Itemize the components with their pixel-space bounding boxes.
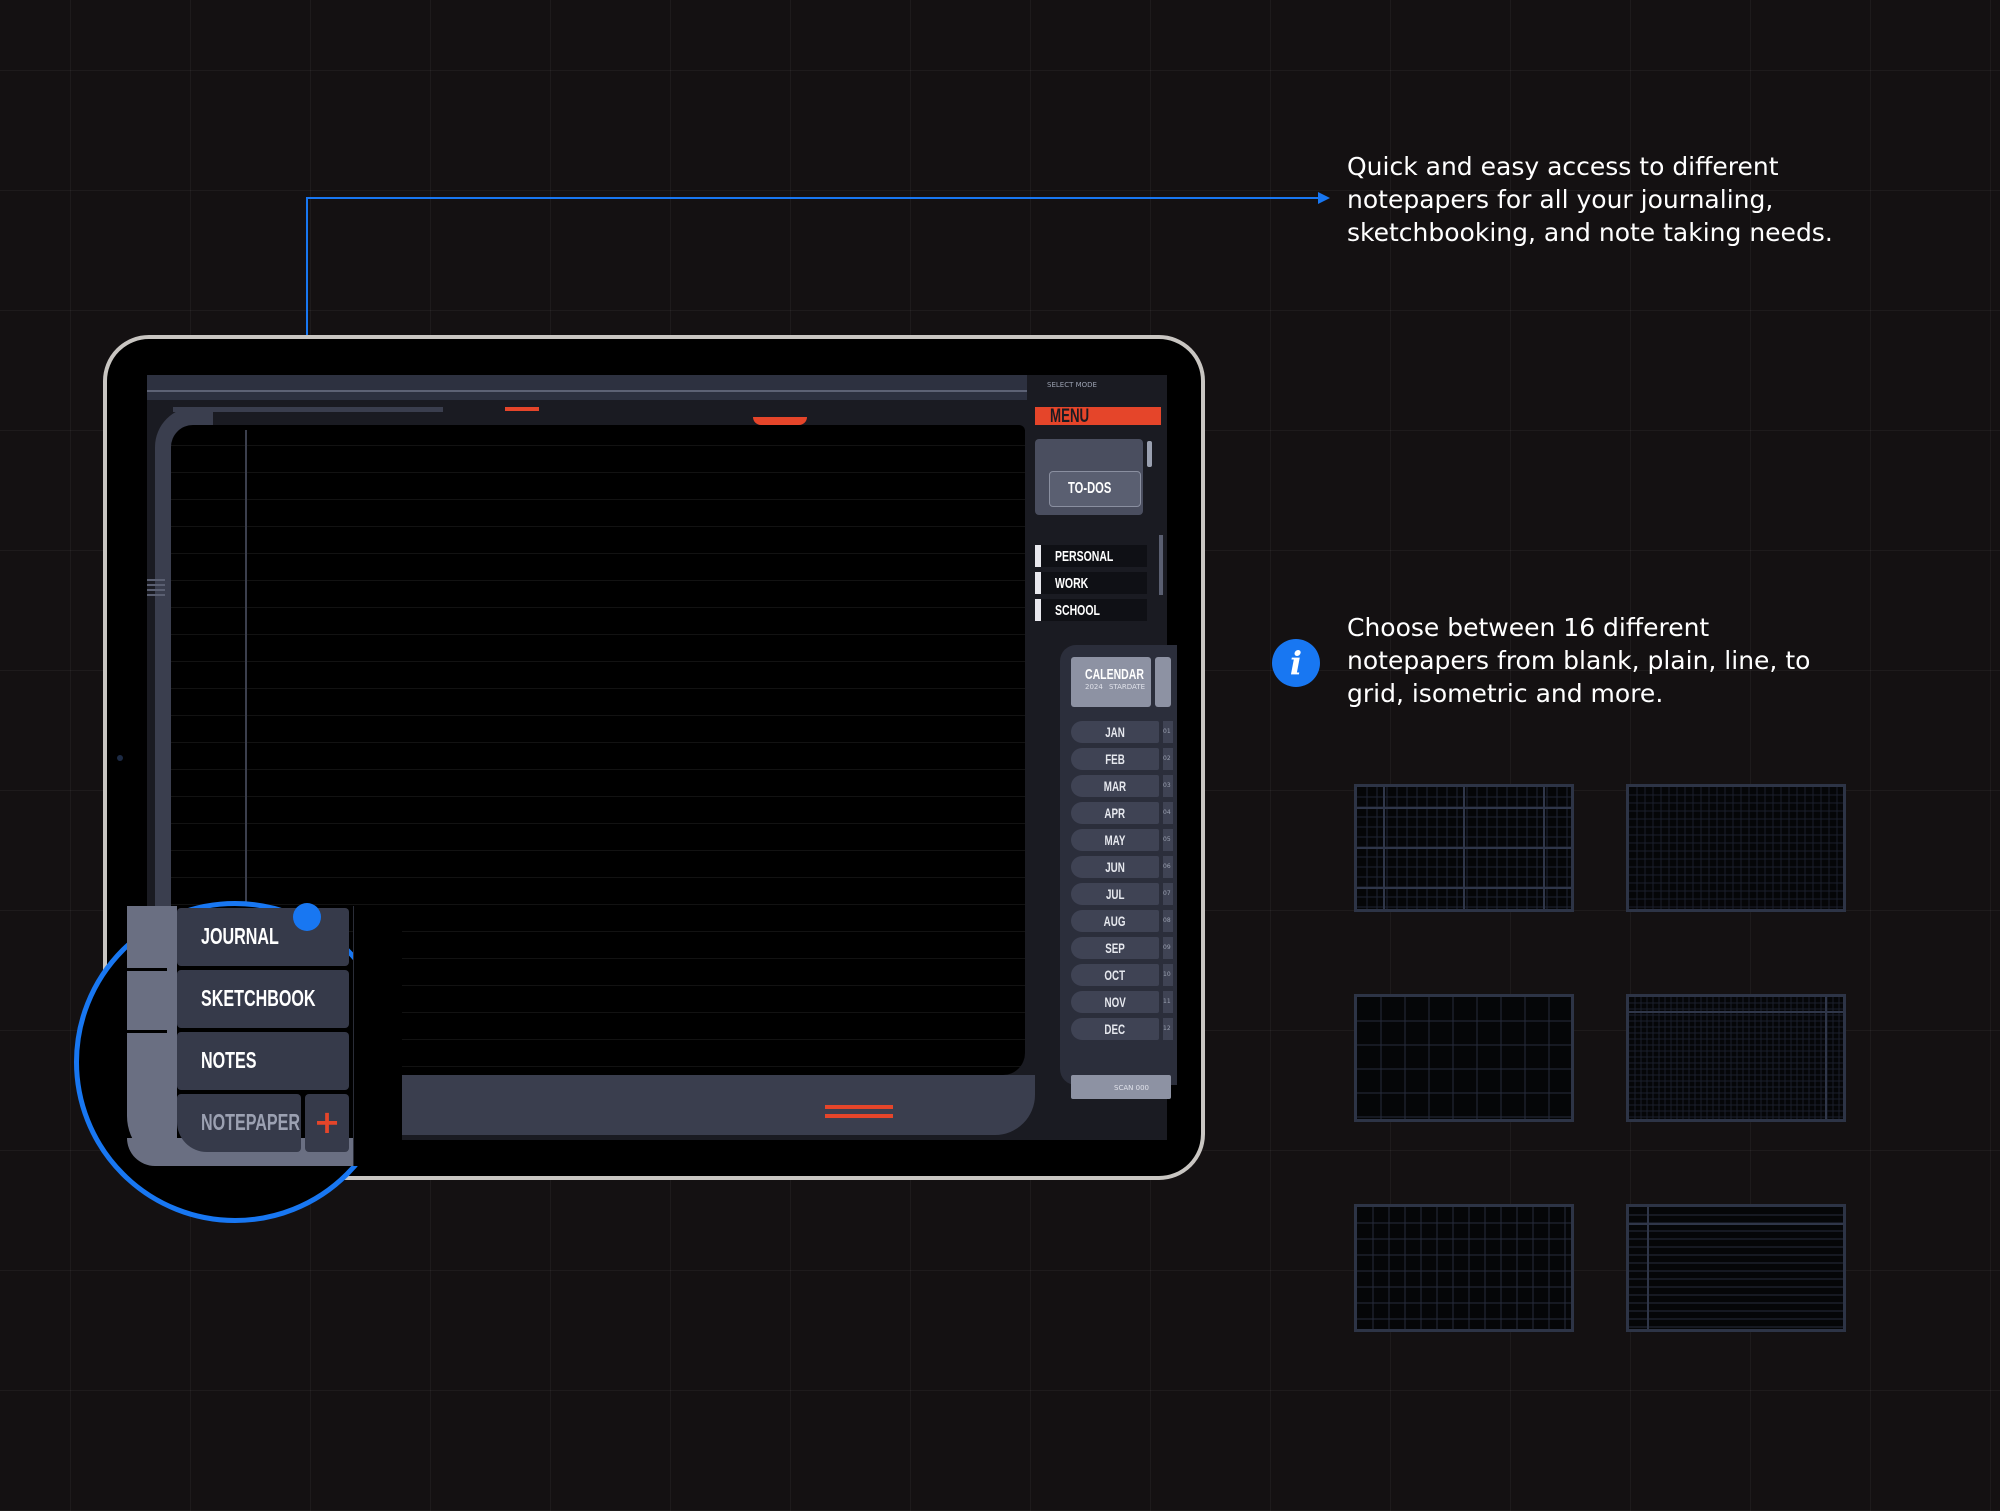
- zoom-callout-circle: JOURNAL SKETCHBOOK NOTES NOTEPAPER +: [74, 901, 402, 1223]
- menu-title: MENU: [1050, 405, 1106, 428]
- camera-dot: [117, 755, 123, 761]
- calendar-scrollbar[interactable]: [1159, 535, 1163, 595]
- thumbnail-grid-fine[interactable]: [1626, 784, 1846, 912]
- journal-button[interactable]: JOURNAL: [177, 908, 349, 966]
- zoom-frame-left: [127, 906, 177, 1166]
- annotation-quick-access: Quick and easy access to different notep…: [1347, 152, 1833, 247]
- calendar-title: CALENDAR: [1085, 666, 1144, 683]
- month-number: 07: [1163, 883, 1173, 905]
- sketchbook-button[interactable]: SKETCHBOOK: [177, 970, 349, 1028]
- month-number: 10: [1163, 964, 1173, 986]
- bottom-indicator-2: [825, 1114, 893, 1118]
- select-mode-label: SELECT MODE: [1047, 381, 1097, 389]
- month-label: AUG: [1104, 913, 1126, 929]
- calendar-stardate: STARDATE: [1108, 683, 1145, 691]
- notepaper-margin-line: [245, 430, 247, 930]
- month-label: MAR: [1103, 778, 1127, 794]
- notepaper-label: NOTEPAPER: [201, 1109, 301, 1135]
- month-label: JUN: [1105, 859, 1125, 875]
- month-number: 02: [1163, 748, 1173, 770]
- menu-title-text: MENU: [1050, 406, 1090, 427]
- sketchbook-label: SKETCHBOOK: [201, 985, 316, 1011]
- calendar-month-oct[interactable]: OCT: [1071, 964, 1159, 986]
- todos-label: TO-DOS: [1068, 480, 1112, 497]
- zoom-divider-2: [127, 1030, 167, 1033]
- notepaper-canvas[interactable]: [171, 425, 1025, 1075]
- todos-scrollbar[interactable]: [1147, 441, 1152, 467]
- month-number: 09: [1163, 937, 1173, 959]
- calendar-header-tab: [1155, 657, 1171, 707]
- calendar-month-mar[interactable]: MAR: [1071, 775, 1159, 797]
- notes-label: NOTES: [201, 1047, 257, 1073]
- calendar-month-jul[interactable]: JUL: [1071, 883, 1159, 905]
- todo-list-school[interactable]: SCHOOL: [1035, 599, 1147, 621]
- month-label: OCT: [1104, 967, 1126, 983]
- thumbnail-grid-large[interactable]: [1354, 784, 1574, 912]
- thumbnail-grid-dotted[interactable]: [1354, 994, 1574, 1122]
- annotation-notepaper-count: Choose between 16 different notepapers f…: [1347, 613, 1811, 708]
- zoom-page-edge: [353, 906, 402, 1166]
- zoom-divider-1: [127, 968, 167, 971]
- calendar-year: 2024: [1085, 683, 1103, 691]
- top-indicator-wedge: [753, 417, 807, 425]
- plus-icon: +: [313, 1103, 341, 1141]
- thumbnail-grid-square[interactable]: [1354, 1204, 1574, 1332]
- calendar-month-feb[interactable]: FEB: [1071, 748, 1159, 770]
- todo-list-personal[interactable]: PERSONAL: [1035, 545, 1147, 567]
- thumbnail-grid-margin[interactable]: [1626, 994, 1846, 1122]
- month-label: JUL: [1105, 886, 1125, 902]
- month-number: 12: [1163, 1018, 1173, 1040]
- frame-top-bar: [147, 375, 1027, 400]
- calendar-month-sep[interactable]: SEP: [1071, 937, 1159, 959]
- notepaper-button[interactable]: NOTEPAPER: [177, 1094, 301, 1152]
- calendar-month-jun[interactable]: JUN: [1071, 856, 1159, 878]
- todo-list-work[interactable]: WORK: [1035, 572, 1147, 594]
- month-number: 06: [1163, 856, 1173, 878]
- calendar-month-apr[interactable]: APR: [1071, 802, 1159, 824]
- journal-label: JOURNAL: [201, 923, 279, 949]
- month-number: 04: [1163, 802, 1173, 824]
- month-label: SEP: [1105, 940, 1125, 956]
- calendar-month-jan[interactable]: JAN: [1071, 721, 1159, 743]
- calendar-month-dec[interactable]: DEC: [1071, 1018, 1159, 1040]
- bottom-indicator: [825, 1105, 893, 1109]
- calendar-footer[interactable]: SCAN 000: [1071, 1075, 1171, 1099]
- menu-header: [1035, 407, 1161, 425]
- month-label: MAY: [1104, 832, 1126, 848]
- add-notepaper-button[interactable]: +: [305, 1094, 349, 1152]
- calendar-month-nov[interactable]: NOV: [1071, 991, 1159, 1013]
- month-number: 11: [1163, 991, 1173, 1013]
- tablet-screen: SELECT MODE MENU TO-DOS PERSONAL WORK SC…: [147, 375, 1177, 1140]
- month-label: NOV: [1104, 994, 1126, 1010]
- month-label: APR: [1104, 805, 1126, 821]
- left-ticks: [147, 579, 165, 599]
- month-label: DEC: [1104, 1021, 1126, 1037]
- month-number: 05: [1163, 829, 1173, 851]
- month-number: 01: [1163, 721, 1173, 743]
- month-number: 08: [1163, 910, 1173, 932]
- tablet-device: SELECT MODE MENU TO-DOS PERSONAL WORK SC…: [103, 335, 1205, 1180]
- info-icon: i: [1272, 639, 1320, 687]
- calendar-month-aug[interactable]: AUG: [1071, 910, 1159, 932]
- top-indicator: [505, 407, 539, 411]
- frame-top-inner: [173, 407, 443, 412]
- calendar-header[interactable]: CALENDAR 2024 STARDATE: [1071, 657, 1151, 707]
- thumbnail-lined[interactable]: [1626, 1204, 1846, 1332]
- notes-button[interactable]: NOTES: [177, 1032, 349, 1090]
- todos-button[interactable]: TO-DOS: [1049, 471, 1141, 507]
- month-label: JAN: [1105, 724, 1125, 740]
- calendar-month-may[interactable]: MAY: [1071, 829, 1159, 851]
- month-number: 03: [1163, 775, 1173, 797]
- calendar-footer-text: SCAN 000: [1114, 1084, 1149, 1092]
- callout-dot: [293, 903, 321, 931]
- month-label: FEB: [1105, 751, 1125, 767]
- frame-top-line: [147, 390, 1027, 392]
